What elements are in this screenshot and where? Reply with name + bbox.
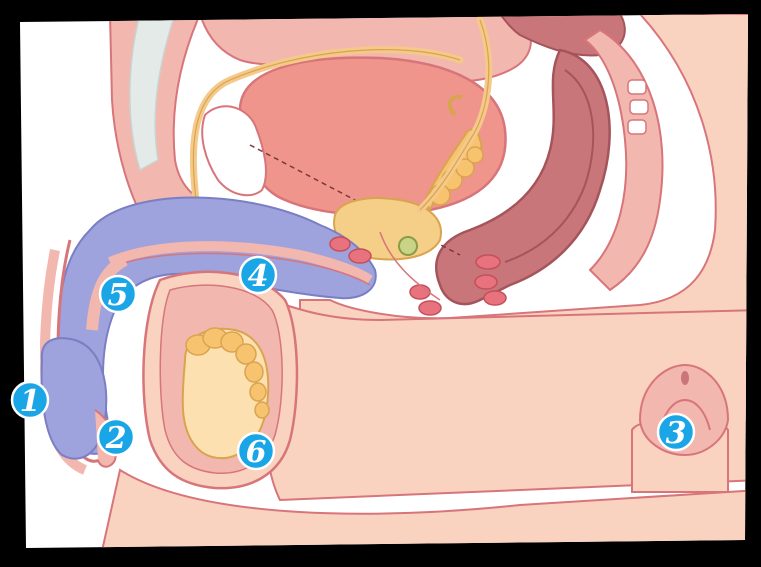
callout-4-label: 4 — [248, 259, 269, 294]
callout-6-label: 6 — [246, 435, 267, 470]
callout-1: 1 — [12, 382, 48, 419]
callout-2-label: 2 — [105, 421, 127, 456]
cowper-gland — [399, 237, 417, 255]
callout-5-label: 5 — [108, 278, 129, 313]
callout-3-label: 3 — [666, 416, 687, 451]
glans — [42, 338, 107, 458]
callout-2: 2 — [98, 419, 134, 456]
callout-4: 4 — [240, 257, 276, 294]
callout-5: 5 — [100, 276, 136, 313]
coccyx-segments — [628, 80, 648, 134]
callout-6: 6 — [238, 433, 274, 470]
callout-1-label: 1 — [20, 384, 41, 419]
callout-3: 3 — [658, 414, 694, 451]
inset-opening — [681, 371, 689, 385]
